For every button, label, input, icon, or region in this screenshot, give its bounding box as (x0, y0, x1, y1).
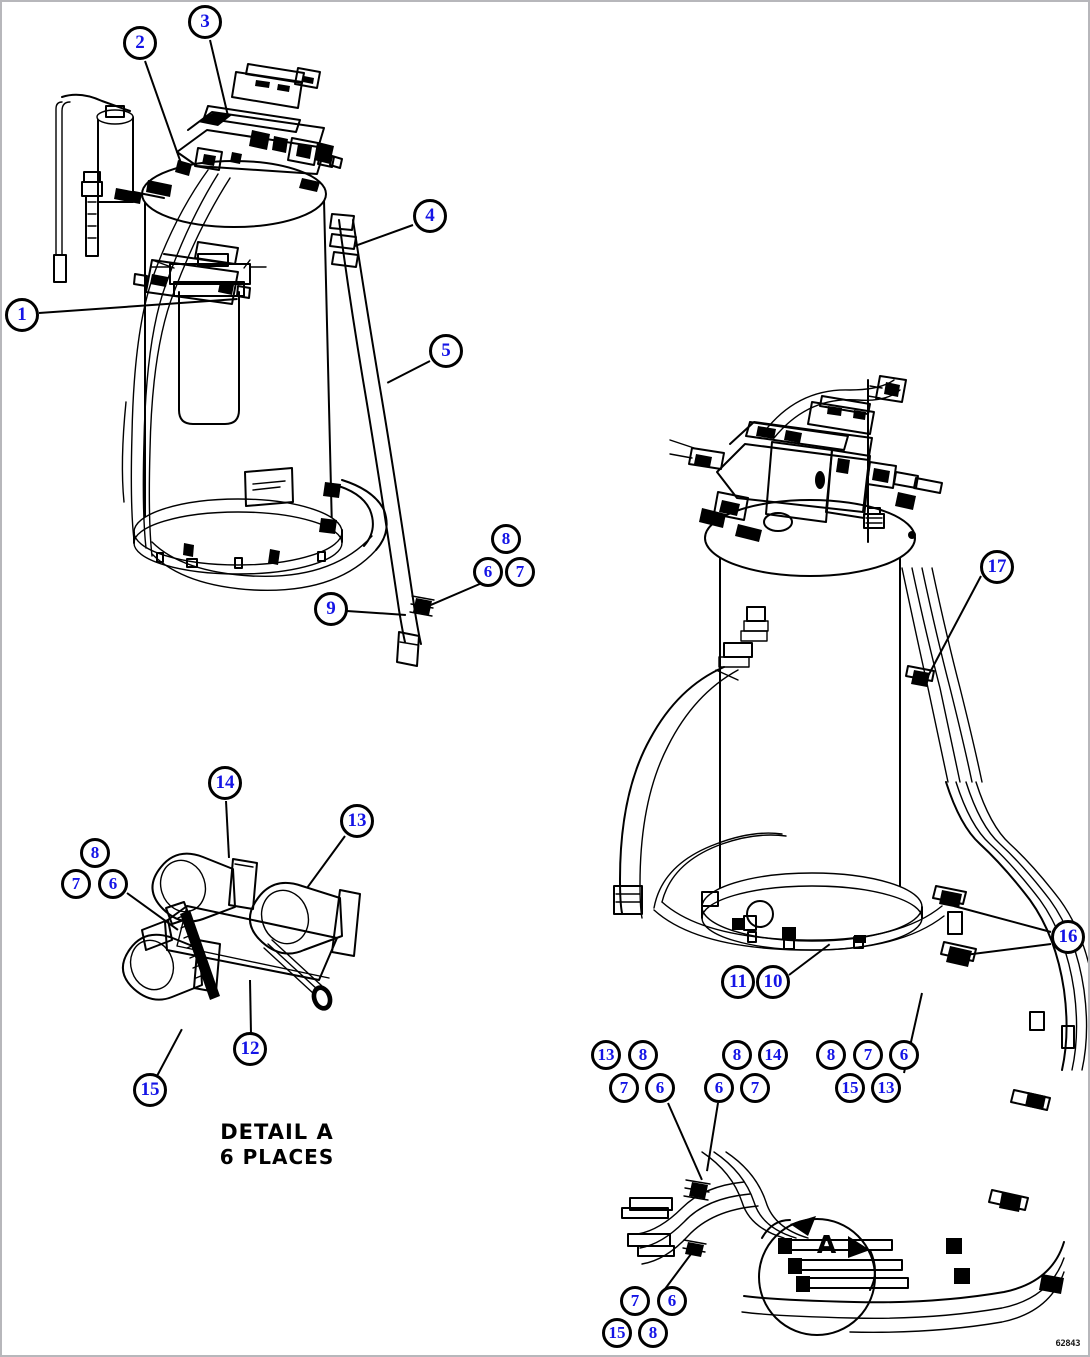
callout-bubble-6[interactable]: 6 (98, 869, 128, 899)
callout-bubble-8[interactable]: 8 (638, 1318, 668, 1348)
callout-bubble-16[interactable]: 16 (1051, 920, 1085, 954)
callout-bubble-14[interactable]: 14 (208, 766, 242, 800)
callout-bubble-7[interactable]: 7 (61, 869, 91, 899)
callout-bubble-14[interactable]: 14 (758, 1040, 788, 1070)
callout-bubble-10[interactable]: 10 (756, 965, 790, 999)
detail-a-subtitle: 6 PLACES (219, 1145, 335, 1169)
callout-bubble-15[interactable]: 15 (835, 1073, 865, 1103)
callout-bubble-8[interactable]: 8 (491, 524, 521, 554)
left-valve-manifold (114, 63, 343, 204)
callout-bubble-7[interactable]: 7 (853, 1040, 883, 1070)
callout-bubble-2[interactable]: 2 (123, 26, 157, 60)
callout-bubble-6[interactable]: 6 (657, 1286, 687, 1316)
callout-bubble-6[interactable]: 6 (889, 1040, 919, 1070)
right-valve-manifold (669, 375, 943, 543)
left-tank-assembly (53, 63, 435, 667)
callout-bubble-5[interactable]: 5 (429, 334, 463, 368)
callout-bubble-17[interactable]: 17 (980, 550, 1014, 584)
callout-bubble-13[interactable]: 13 (871, 1073, 901, 1103)
callout-bubble-6[interactable]: 6 (473, 557, 503, 587)
detail-a-title: DETAIL A (220, 1120, 334, 1144)
callout-bubble-7[interactable]: 7 (620, 1286, 650, 1316)
callout-bubble-1[interactable]: 1 (5, 298, 39, 332)
callout-bubble-8[interactable]: 8 (816, 1040, 846, 1070)
callout-bubble-13[interactable]: 13 (591, 1040, 621, 1070)
callout-bubble-11[interactable]: 11 (721, 965, 755, 999)
right-tank-assembly (613, 375, 1088, 1336)
callout-bubble-15[interactable]: 15 (133, 1073, 167, 1107)
section-marker-letter: A (816, 1230, 838, 1259)
detail-a-clamp-assembly (122, 852, 361, 1011)
callout-bubble-7[interactable]: 7 (740, 1073, 770, 1103)
callout-bubble-15[interactable]: 15 (602, 1318, 632, 1348)
left-pump-block (133, 241, 251, 305)
callout-bubble-8[interactable]: 8 (722, 1040, 752, 1070)
callout-bubble-3[interactable]: 3 (188, 5, 222, 39)
callout-bubble-7[interactable]: 7 (609, 1073, 639, 1103)
callout-bubble-4[interactable]: 4 (413, 199, 447, 233)
callout-bubble-6[interactable]: 6 (704, 1073, 734, 1103)
sheet-reference-code: 62843 (1055, 1339, 1080, 1349)
callout-bubble-8[interactable]: 8 (628, 1040, 658, 1070)
callout-bubble-12[interactable]: 12 (233, 1032, 267, 1066)
callout-bubble-9[interactable]: 9 (314, 592, 348, 626)
callout-bubble-7[interactable]: 7 (505, 557, 535, 587)
callout-bubble-13[interactable]: 13 (340, 804, 374, 838)
callout-bubble-8[interactable]: 8 (80, 838, 110, 868)
callout-bubble-6[interactable]: 6 (645, 1073, 675, 1103)
